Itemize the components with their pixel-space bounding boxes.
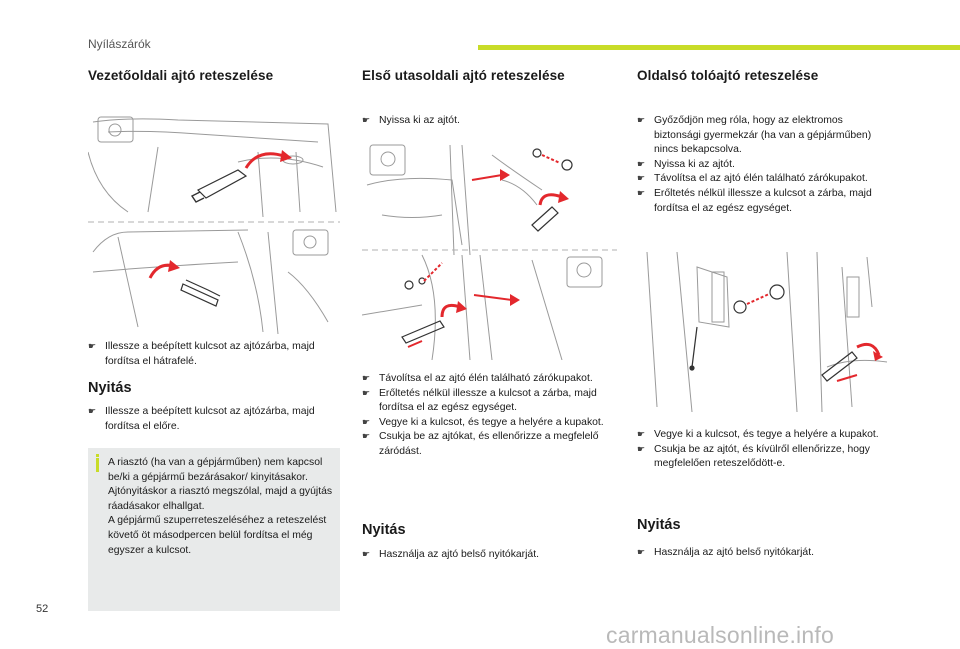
arrow-bullet-icon: ☛: [362, 432, 371, 443]
arrow-bullet-icon: ☛: [88, 342, 97, 352]
page-number: 52: [36, 603, 49, 615]
step-item: ☛Vegye ki a kulcsot, és tegye a helyére …: [637, 428, 889, 443]
header-accent-bar: [478, 45, 960, 50]
alarm-info-box: A riasztó (ha van a gépjárműben) nem kap…: [88, 448, 340, 611]
step-item: ☛Használja az ajtó belső nyitókarját.: [362, 548, 612, 563]
driver-door-locking-title: Vezetőoldali ajtó reteszelése: [88, 68, 274, 83]
step-item: ☛Csukja be az ajtót, és kívülről ellenőr…: [637, 443, 871, 470]
step-item: ☛Távolítsa el az ajtó élén található zár…: [362, 372, 612, 387]
step-item: ☛Nyissa ki az ajtót.: [362, 114, 612, 129]
arrow-bullet-icon: ☛: [362, 550, 371, 560]
sliding-locking-steps: ☛Vegye ki a kulcsot, és tegye a helyére …: [637, 428, 889, 472]
sliding-opening-steps: ☛Használja az ajtó belső nyitókarját.: [637, 546, 889, 561]
info-paragraph: Ajtónyitáskor a riasztó megszólal, majd …: [108, 486, 333, 512]
sliding-door-locking-title: Oldalsó tolóajtó reteszelése: [637, 68, 819, 83]
section-label: Nyílászárók: [88, 37, 151, 51]
step-item: ☛Nyissa ki az ajtót.: [637, 158, 889, 173]
info-paragraph: A gépjármű szuperreteszeléséhez a retesz…: [108, 515, 327, 556]
driver-door-illustration: [88, 112, 340, 337]
step-item: ☛Vegye ki a kulcsot, és tegye a helyére …: [362, 416, 612, 431]
watermark: carmanualsonline.info: [606, 622, 834, 648]
arrow-bullet-icon: ☛: [637, 444, 646, 455]
step-item: ☛Illessze a beépített kulcsot az ajtózár…: [88, 406, 315, 432]
arrow-bullet-icon: ☛: [637, 430, 646, 440]
info-icon: [96, 454, 99, 457]
passenger-pre-steps: ☛Nyissa ki az ajtót.: [362, 114, 612, 129]
sliding-opening-title: Nyitás: [637, 517, 681, 533]
step-item: ☛Erőltetés nélkül illessze a kulcsot a z…: [637, 187, 872, 214]
passenger-opening-title: Nyitás: [362, 522, 406, 538]
passenger-locking-steps: ☛Távolítsa el az ajtó élén található zár…: [362, 372, 612, 460]
sliding-pre-steps: ☛Győződjön meg róla, hogy az elektromos …: [637, 114, 889, 216]
step-item: ☛Erőltetés nélkül illessze a kulcsot a z…: [362, 387, 597, 414]
arrow-bullet-icon: ☛: [637, 174, 646, 185]
step-item: ☛Távolítsa el az ajtó élén található zár…: [637, 172, 889, 187]
passenger-door-illustration: [362, 135, 617, 360]
sliding-door-illustration: [637, 247, 892, 412]
step-item: ☛Használja az ajtó belső nyitókarját.: [637, 546, 889, 561]
passenger-opening-steps: ☛Használja az ajtó belső nyitókarját.: [362, 548, 612, 563]
step-item: ☛Illessze a beépített kulcsot az ajtózár…: [88, 341, 315, 367]
driver-locking-steps: ☛Illessze a beépített kulcsot az ajtózár…: [88, 340, 328, 369]
arrow-bullet-icon: ☛: [637, 548, 646, 558]
arrow-bullet-icon: ☛: [637, 159, 646, 170]
arrow-bullet-icon: ☛: [362, 388, 371, 399]
arrow-bullet-icon: ☛: [362, 374, 371, 384]
arrow-bullet-icon: ☛: [88, 407, 97, 417]
driver-opening-steps: ☛Illessze a beépített kulcsot az ajtózár…: [88, 405, 328, 434]
arrow-bullet-icon: ☛: [637, 188, 646, 199]
passenger-door-locking-title: Első utasoldali ajtó reteszelése: [362, 68, 565, 83]
arrow-bullet-icon: ☛: [637, 116, 646, 126]
step-item: ☛Győződjön meg róla, hogy az elektromos …: [637, 115, 872, 156]
arrow-bullet-icon: ☛: [362, 417, 371, 428]
arrow-bullet-icon: ☛: [362, 116, 371, 126]
info-icon-bar: [96, 458, 99, 472]
info-text: A riasztó (ha van a gépjárműben) nem kap…: [108, 456, 333, 558]
info-paragraph: A riasztó (ha van a gépjárműben) nem kap…: [108, 457, 323, 483]
step-item: ☛Csukja be az ajtókat, és ellenőrizze a …: [362, 431, 599, 457]
driver-opening-title: Nyitás: [88, 380, 132, 396]
